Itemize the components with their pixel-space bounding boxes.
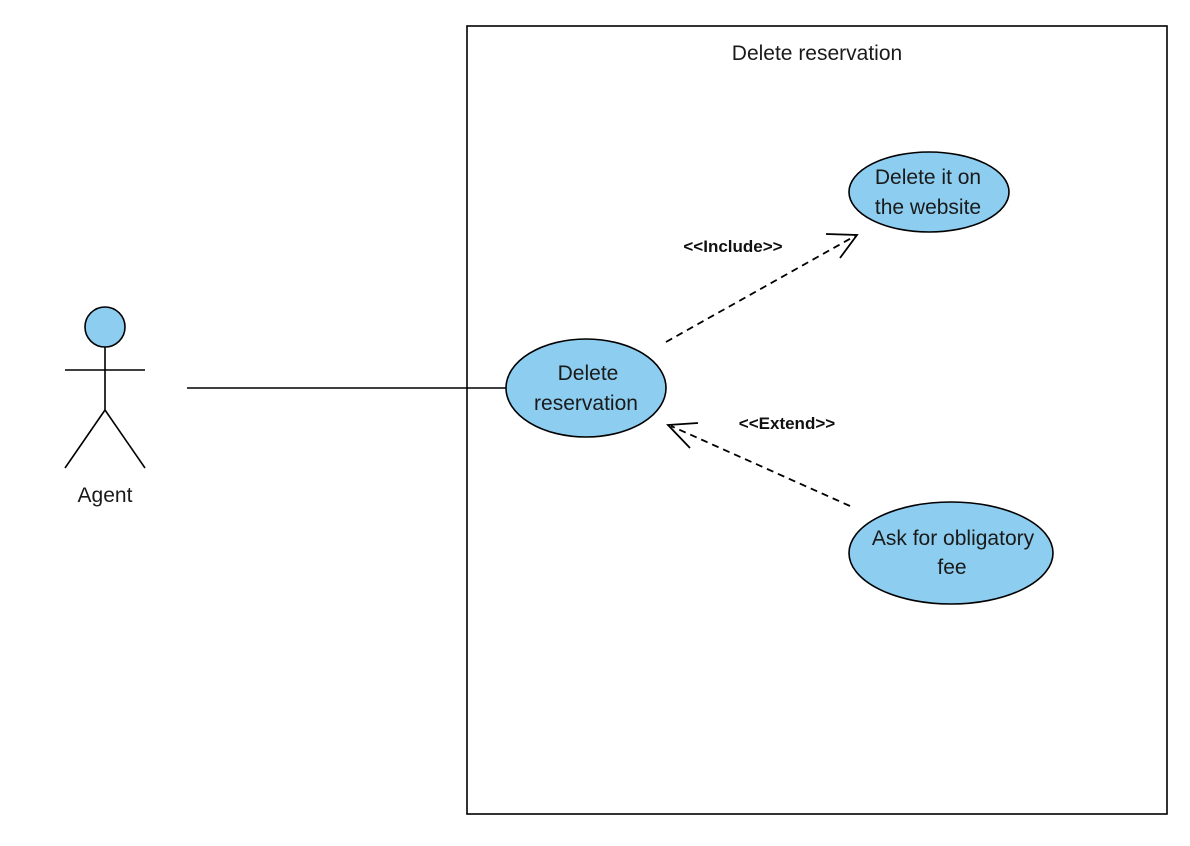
- actor-agent: Agent: [64, 306, 146, 507]
- actor-head: [84, 306, 126, 348]
- extend-dashed-line: [670, 425, 851, 507]
- include-label: <<Include>>: [683, 237, 782, 256]
- system-boundary-title: Delete reservation: [732, 42, 902, 65]
- use-case-ellipse: [848, 501, 1054, 605]
- use-case-label-line1: Delete it on: [875, 166, 981, 189]
- use-case-label-line2: the website: [875, 196, 981, 219]
- use-case-delete-on-website: Delete it on the website: [848, 151, 1010, 233]
- use-case-label-line1: Delete: [558, 362, 619, 385]
- use-case-label-line1: Ask for obligatory: [872, 527, 1035, 550]
- include-dashed-line: [665, 235, 856, 343]
- actor-right-leg: [104, 409, 146, 469]
- actor-left-leg: [64, 409, 106, 469]
- use-case-delete-reservation: Delete reservation: [505, 338, 667, 438]
- use-case-ask-obligatory-fee: Ask for obligatory fee: [848, 501, 1054, 605]
- use-case-ellipse: [505, 338, 667, 438]
- extend-relationship: <<Extend>>: [666, 414, 851, 507]
- use-case-ellipse: [848, 151, 1010, 233]
- actor-name: Agent: [78, 484, 133, 507]
- extend-arrowhead: [666, 422, 699, 449]
- include-arrowhead: [825, 233, 859, 259]
- use-case-label-line2: fee: [937, 556, 966, 579]
- include-relationship: <<Include>>: [665, 233, 859, 343]
- use-case-label-line2: reservation: [534, 392, 638, 415]
- extend-label: <<Extend>>: [739, 414, 835, 433]
